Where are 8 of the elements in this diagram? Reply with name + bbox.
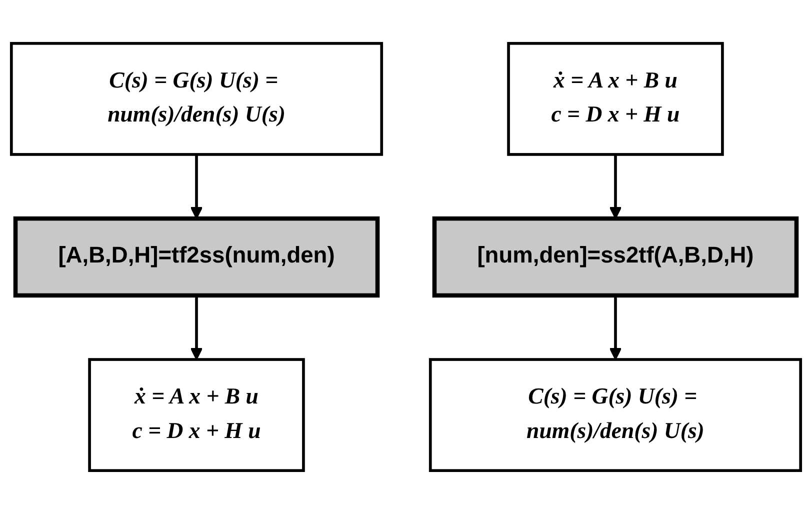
node-box: C(s) = G(s) U(s) = num(s)/den(s) U(s): [428, 358, 802, 472]
node-box: ẋ = A x + B u c = D x + H u: [88, 358, 305, 472]
node-box: [num,den]=ss2tf(A,B,D,H): [432, 216, 799, 298]
arrow: [190, 295, 203, 360]
node-box: [A,B,D,H]=tf2ss(num,den): [13, 216, 380, 298]
node-box: ẋ = A x + B u c = D x + H u: [507, 42, 724, 156]
node-box: C(s) = G(s) U(s) = num(s)/den(s) U(s): [10, 42, 384, 156]
arrow: [609, 295, 622, 360]
